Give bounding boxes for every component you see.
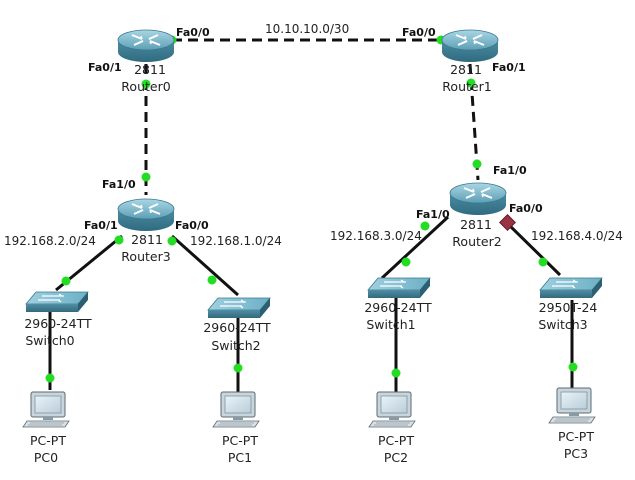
switch-icon [367,277,431,299]
pc3[interactable]: PC-PT PC3 [548,387,596,461]
pc-icon [368,391,416,428]
router-icon [117,29,175,63]
link-router2-switch1[interactable] [380,215,450,280]
pc0[interactable]: PC-PT PC0 [22,391,70,465]
port-label-router2-fa1-0-left: Fa1/0 [416,208,450,221]
router-icon [117,198,175,232]
port-label-router2-fa1-0-top: Fa1/0 [493,164,527,177]
port-labels: Fa0/0 Fa0/1 Fa0/0 Fa0/1 Fa1/0 Fa0/1 Fa0/… [84,26,543,232]
link-up-light [207,275,217,285]
switch2[interactable]: 2960-24TT Switch2 [203,297,271,353]
router-icon [449,182,507,216]
pc2-model: PC-PT [378,433,414,448]
port-label-router3-fa1-0: Fa1/0 [102,178,136,191]
switch3-model: 2950T-24 [539,300,598,315]
link-router3-switch2[interactable] [171,234,239,297]
router0-model: 2811 [134,62,166,77]
switch2-name: Switch2 [211,338,260,353]
router1[interactable]: 2811 Router1 [441,29,499,94]
switch0-name: Switch0 [25,333,74,348]
network-label-r0-r1: 10.10.10.0/30 [265,22,349,36]
router2-name: Router2 [452,234,501,249]
link-up-light [538,257,548,267]
link-up-light [141,79,151,89]
pc2-name: PC2 [384,450,408,465]
switch1-name: Switch1 [366,317,415,332]
router-icon [441,29,499,63]
router0-name: Router0 [121,79,170,94]
link-up-light [114,235,124,245]
switch3-name: Switch3 [538,317,587,332]
link-up-light [233,363,243,373]
pc1-model: PC-PT [222,433,258,448]
port-label-router2-fa0-0: Fa0/0 [509,202,543,215]
pc3-name: PC3 [564,446,588,461]
switch1-model: 2960-24TT [364,300,432,315]
switch-icon [539,277,603,299]
pc0-model: PC-PT [30,433,66,448]
port-label-router0-fa0-1: Fa0/1 [88,61,122,74]
router1-name: Router1 [442,79,491,94]
pc2[interactable]: PC-PT PC2 [368,391,416,465]
port-label-router0-fa0-0: Fa0/0 [176,26,210,39]
link-up-light [45,373,55,383]
port-label-router3-fa0-0: Fa0/0 [175,219,209,232]
switch-icon [25,291,89,313]
router3[interactable]: 2811 Router3 [117,198,175,264]
network-label-r2-sw1: 192.168.3.0/24 [330,229,422,243]
link-up-light [466,78,476,88]
router3-model: 2811 [131,232,163,247]
switch2-model: 2960-24TT [203,320,271,335]
pc0-name: PC0 [34,450,58,465]
link-up-light [568,362,578,372]
switch-icon [207,297,271,319]
link-up-light [61,276,71,286]
pc-icon [548,387,596,424]
pc-icon [212,391,260,428]
pc-icon [22,391,70,428]
router1-model: 2811 [450,62,482,77]
network-label-r3-sw0: 192.168.2.0/24 [4,234,96,248]
switch0[interactable]: 2960-24TT Switch0 [24,291,92,348]
router0[interactable]: 2811 Router0 [117,29,175,94]
switch0-model: 2960-24TT [24,316,92,331]
network-labels: 10.10.10.0/30 192.168.2.0/24 192.168.1.0… [4,22,623,248]
pc3-model: PC-PT [558,429,594,444]
switch3[interactable]: 2950T-24 Switch3 [538,277,603,332]
switch1[interactable]: 2960-24TT Switch1 [364,277,432,332]
router2[interactable]: 2811 Router2 [449,182,507,249]
link-up-light [472,159,482,169]
link-up-light [167,236,177,246]
router2-model: 2811 [460,217,492,232]
network-label-r2-sw3: 192.168.4.0/24 [531,229,623,243]
link-router2-switch3[interactable] [504,220,562,277]
router3-name: Router3 [121,249,170,264]
pc1[interactable]: PC-PT PC1 [212,391,260,465]
pc1-name: PC1 [228,450,252,465]
link-up-light [401,257,411,267]
link-up-light [141,172,151,182]
link-down-light [499,214,516,231]
port-label-router1-fa0-1: Fa0/1 [492,61,526,74]
port-label-router1-fa0-0: Fa0/0 [402,26,436,39]
network-label-r3-sw2: 192.168.1.0/24 [190,234,282,248]
link-up-light [420,221,430,231]
port-label-router3-fa0-1: Fa0/1 [84,219,118,232]
link-up-light [391,368,401,378]
